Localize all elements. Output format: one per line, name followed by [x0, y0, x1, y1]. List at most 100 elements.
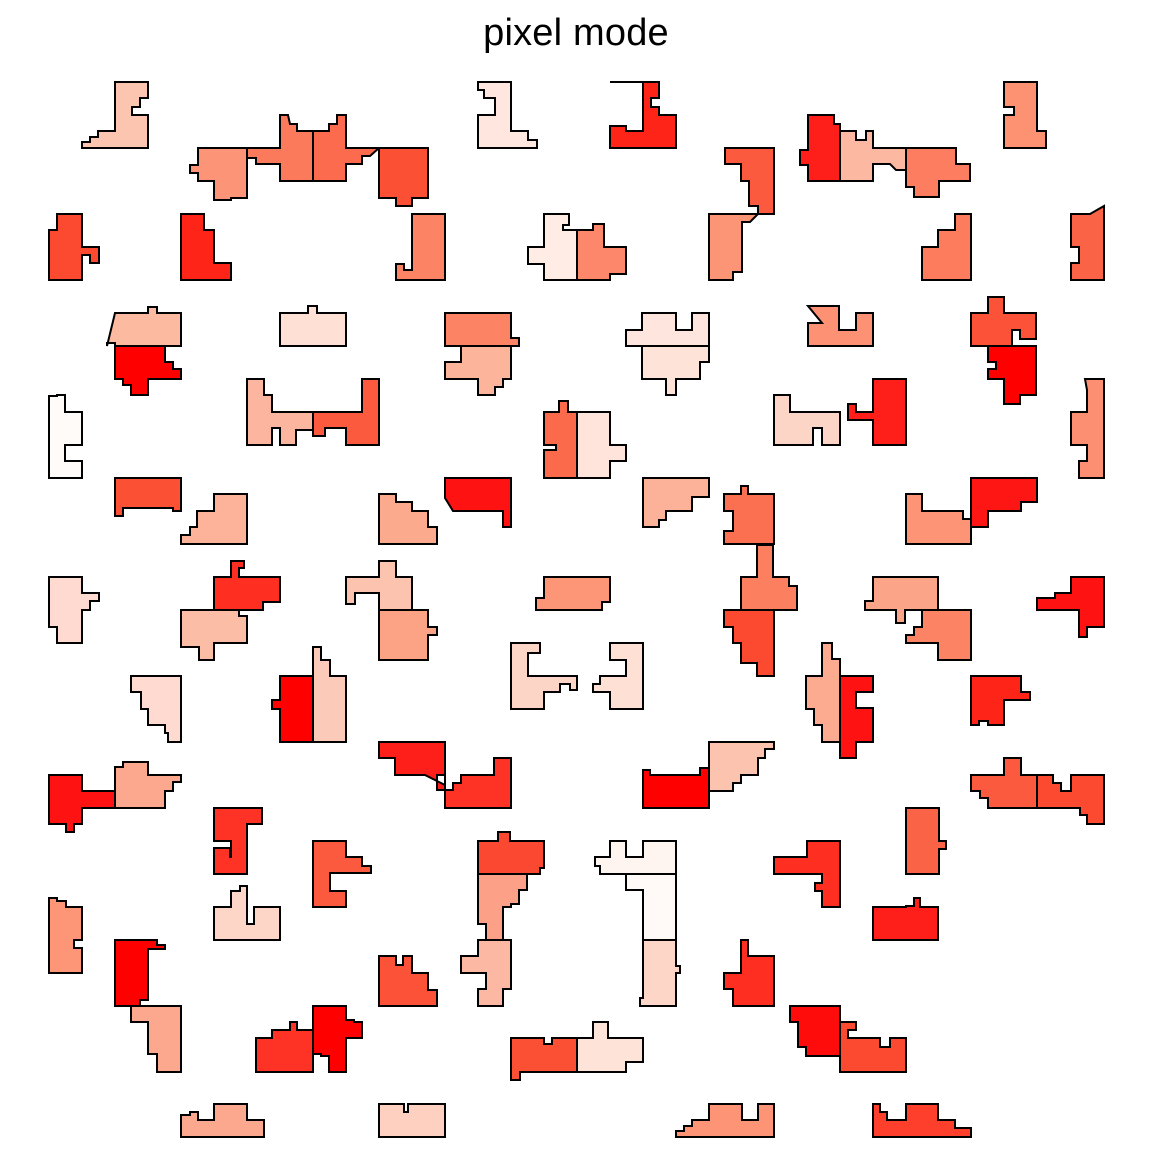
- map-polygon: [510, 1037, 578, 1081]
- map-polygon: [246, 114, 314, 182]
- map-polygon: [805, 305, 874, 347]
- map-polygon: [609, 81, 677, 149]
- map-polygon: [114, 477, 182, 517]
- polygon-layer: [48, 81, 1105, 1138]
- map-polygon: [378, 741, 446, 791]
- map-polygon: [460, 939, 512, 1007]
- map-polygon: [213, 807, 263, 875]
- map-polygon: [444, 312, 520, 347]
- map-polygon: [114, 939, 166, 1007]
- map-polygon: [510, 642, 578, 710]
- map-polygon: [312, 840, 372, 908]
- map-polygon: [723, 485, 775, 545]
- map-polygon: [1070, 378, 1105, 479]
- map-polygon: [255, 1021, 314, 1073]
- map-polygon: [378, 493, 438, 545]
- map-polygon: [839, 675, 874, 759]
- map-polygon: [789, 1005, 841, 1057]
- map-polygon: [48, 213, 100, 281]
- map-polygon: [543, 400, 578, 479]
- map-polygon: [81, 81, 149, 149]
- map-polygon: [594, 840, 677, 875]
- map-polygon: [271, 675, 314, 743]
- map-polygon: [839, 1021, 907, 1073]
- map-polygon: [639, 939, 681, 1007]
- map-polygon: [180, 213, 232, 281]
- map-polygon: [213, 885, 281, 941]
- map-polygon: [970, 757, 1038, 809]
- chart-title: pixel mode: [483, 12, 669, 54]
- map-polygon: [642, 767, 710, 809]
- map-polygon: [724, 147, 775, 215]
- map-polygon: [921, 213, 972, 281]
- map-polygon: [444, 757, 512, 809]
- map-polygon: [872, 1103, 972, 1138]
- map-polygon: [1036, 774, 1105, 825]
- map-polygon: [246, 378, 314, 446]
- map-polygon: [48, 897, 83, 974]
- map-polygon: [970, 477, 1038, 528]
- map-polygon: [312, 646, 347, 743]
- map-polygon: [625, 873, 677, 941]
- map-polygon: [1003, 81, 1047, 149]
- map-polygon: [675, 1103, 775, 1138]
- map-polygon: [592, 642, 644, 710]
- map-polygon: [839, 130, 907, 182]
- map-polygon: [48, 576, 100, 644]
- map-polygon: [345, 560, 413, 611]
- map-polygon: [1036, 576, 1105, 638]
- map-polygon: [641, 345, 710, 396]
- map-polygon: [642, 477, 710, 528]
- map-polygon: [48, 774, 116, 833]
- map-polygon: [189, 147, 248, 201]
- map-polygon: [905, 147, 971, 198]
- map-polygon: [872, 897, 939, 941]
- map-polygon: [312, 378, 380, 446]
- map-polygon: [180, 1103, 265, 1138]
- map-polygon: [312, 1005, 363, 1073]
- map-polygon: [905, 609, 972, 661]
- map-polygon: [847, 378, 907, 446]
- map-polygon: [213, 560, 281, 611]
- map-polygon: [378, 955, 438, 1007]
- map-polygon: [1070, 204, 1105, 281]
- map-polygon: [625, 312, 710, 347]
- map-polygon: [708, 213, 761, 281]
- map-polygon: [477, 831, 545, 875]
- map-polygon: [708, 741, 775, 792]
- map-polygon: [864, 576, 939, 624]
- map-polygon: [114, 761, 182, 809]
- map-polygon: [180, 493, 248, 545]
- map-polygon: [576, 411, 627, 479]
- map-polygon: [106, 306, 182, 347]
- map-polygon: [723, 609, 775, 677]
- map-polygon: [279, 305, 347, 347]
- map-polygon: [576, 1021, 644, 1073]
- map-polygon: [444, 345, 512, 396]
- map-polygon: [799, 114, 841, 182]
- map-polygon: [395, 213, 446, 281]
- map-polygon: [723, 939, 775, 1007]
- map-polygon: [970, 675, 1031, 726]
- map-polygon: [905, 493, 972, 545]
- map-polygon: [130, 1005, 182, 1073]
- map-polygon: [527, 213, 578, 281]
- map-polygon: [987, 345, 1037, 405]
- map-polygon: [477, 81, 538, 149]
- map-polygon: [805, 642, 841, 743]
- map-polygon: [180, 609, 248, 661]
- map-polygon: [312, 114, 382, 182]
- map-polygon: [773, 840, 841, 908]
- map-polygon: [740, 544, 798, 611]
- map-polygon: [378, 1103, 446, 1138]
- map-polygon: [444, 477, 512, 528]
- map-polygon: [905, 807, 947, 875]
- map-polygon: [130, 675, 182, 743]
- map-polygon: [773, 394, 841, 446]
- map-polygon: [48, 394, 83, 479]
- map-polygon: [576, 223, 627, 281]
- map-polygon: [378, 147, 429, 207]
- map-polygon: [970, 296, 1037, 347]
- map-polygon: [535, 576, 611, 611]
